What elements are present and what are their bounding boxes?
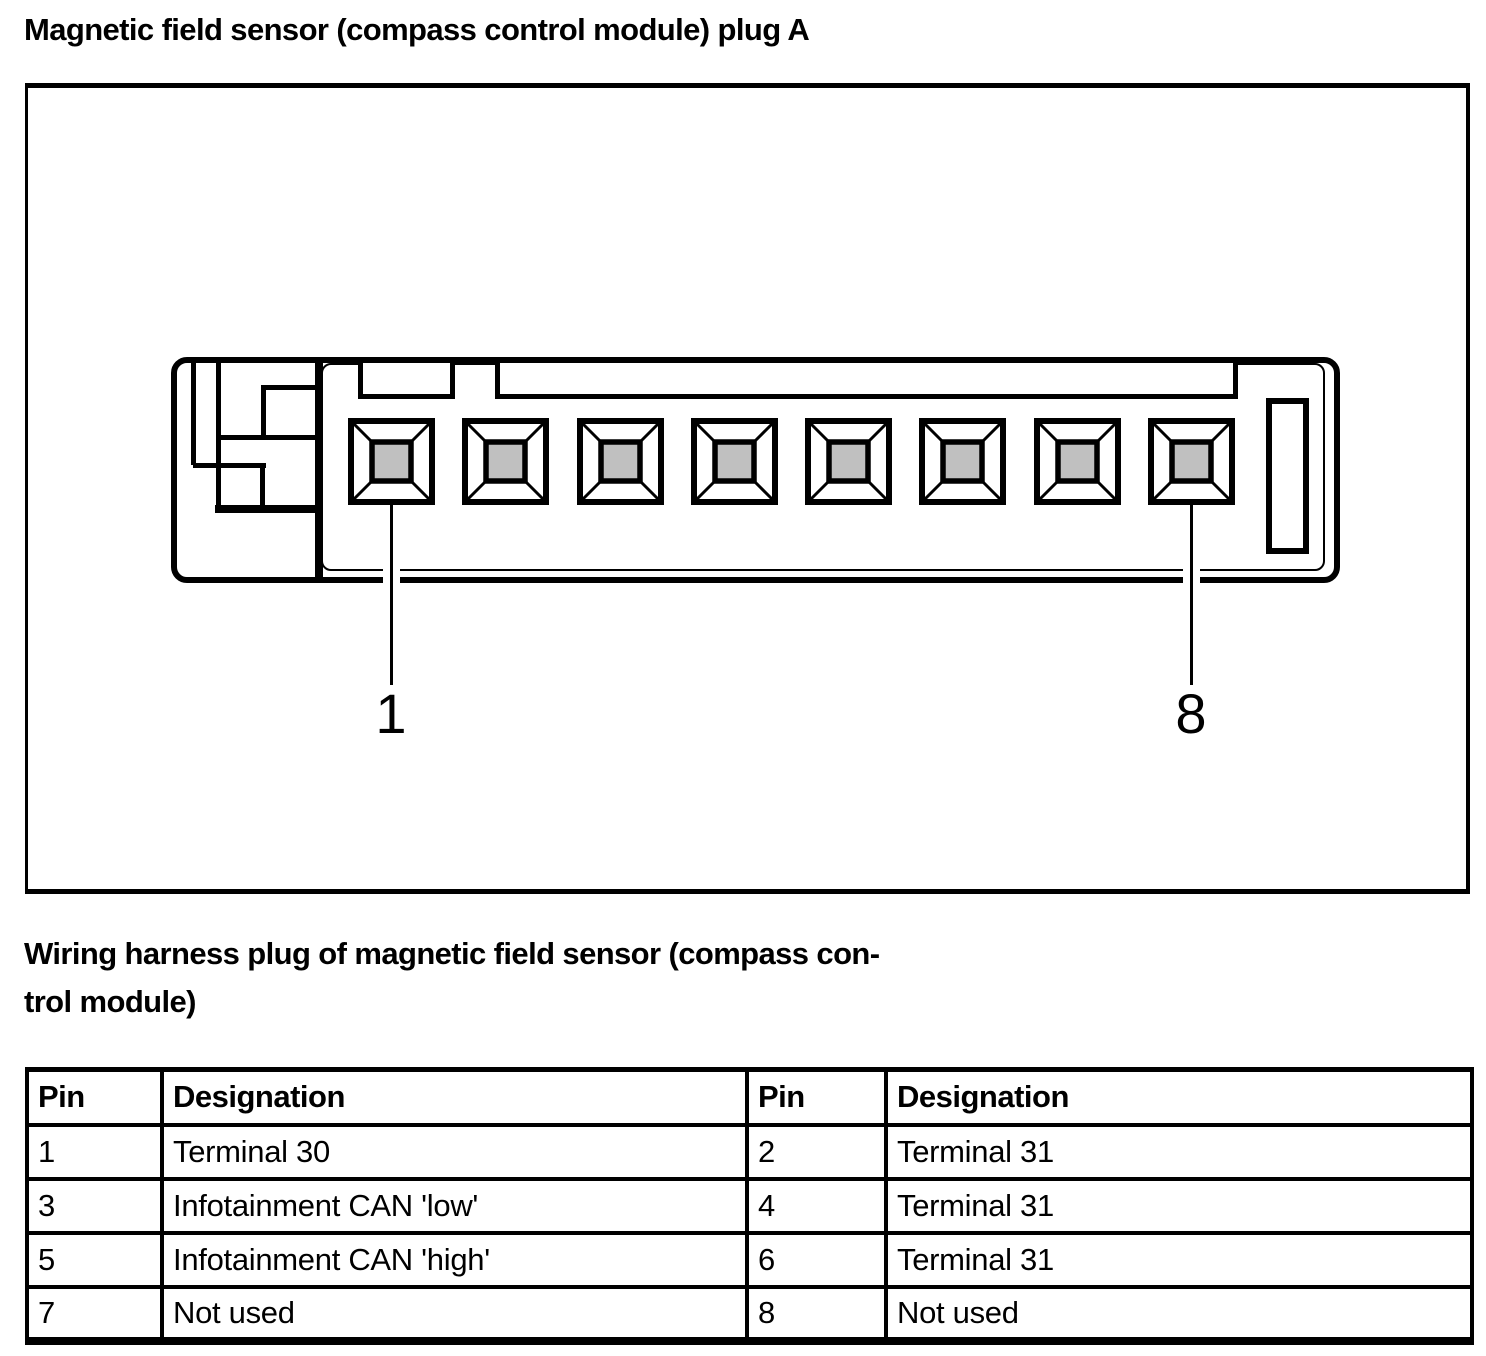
key-line [261,385,320,390]
designation-cell: Not used [160,1284,749,1343]
key-line [216,435,320,440]
column-header-pin: Pin [25,1067,164,1127]
key-divider-wall [315,357,323,583]
designation-cell: Terminal 31 [884,1230,1474,1289]
key-line [191,362,196,465]
pin-contact-4 [691,418,778,505]
pin-contact-3 [577,418,664,505]
pin8-leader-line [1190,505,1193,685]
key-line [261,385,266,440]
keying-slot [1266,398,1309,554]
table-title: Wiring harness plug of magnetic field se… [24,936,880,1019]
designation-cell: Terminal 30 [160,1122,749,1181]
pin-cell: 8 [745,1284,888,1343]
pin-cell: 4 [745,1176,888,1235]
key-line [260,463,265,510]
pin-cell: 2 [745,1122,888,1181]
key-line [193,463,266,468]
connector-diagram: 1 8 [25,83,1470,894]
key-line [215,505,323,513]
figure-title: Magnetic field sensor (compass control m… [24,12,810,47]
pin-contact-2 [462,418,549,505]
pin1-leader-line [390,505,393,685]
pin-cell: 1 [25,1122,164,1181]
designation-cell: Infotainment CAN 'high' [160,1230,749,1289]
pin-cell: 6 [745,1230,888,1289]
column-header-pin: Pin [745,1067,888,1127]
pin-cell: 7 [25,1284,164,1343]
pin-contact-6 [919,418,1006,505]
designation-cell: Terminal 31 [884,1176,1474,1235]
column-header-designation: Designation [884,1067,1474,1127]
pin8-callout-label: 8 [1175,682,1207,745]
pin-contact-5 [805,418,892,505]
top-rail-long [495,357,1238,399]
top-rail-notch [358,357,455,399]
pin-contact-7 [1034,418,1121,505]
pin-contact-8 [1148,418,1235,505]
designation-cell: Terminal 31 [884,1122,1474,1181]
pin-contact-1 [348,418,435,505]
pin-cell: 3 [25,1176,164,1235]
column-header-designation: Designation [160,1067,749,1127]
pin-cell: 5 [25,1230,164,1289]
designation-cell: Infotainment CAN 'low' [160,1176,749,1235]
pin1-callout-label: 1 [375,682,407,745]
designation-cell: Not used [884,1284,1474,1343]
